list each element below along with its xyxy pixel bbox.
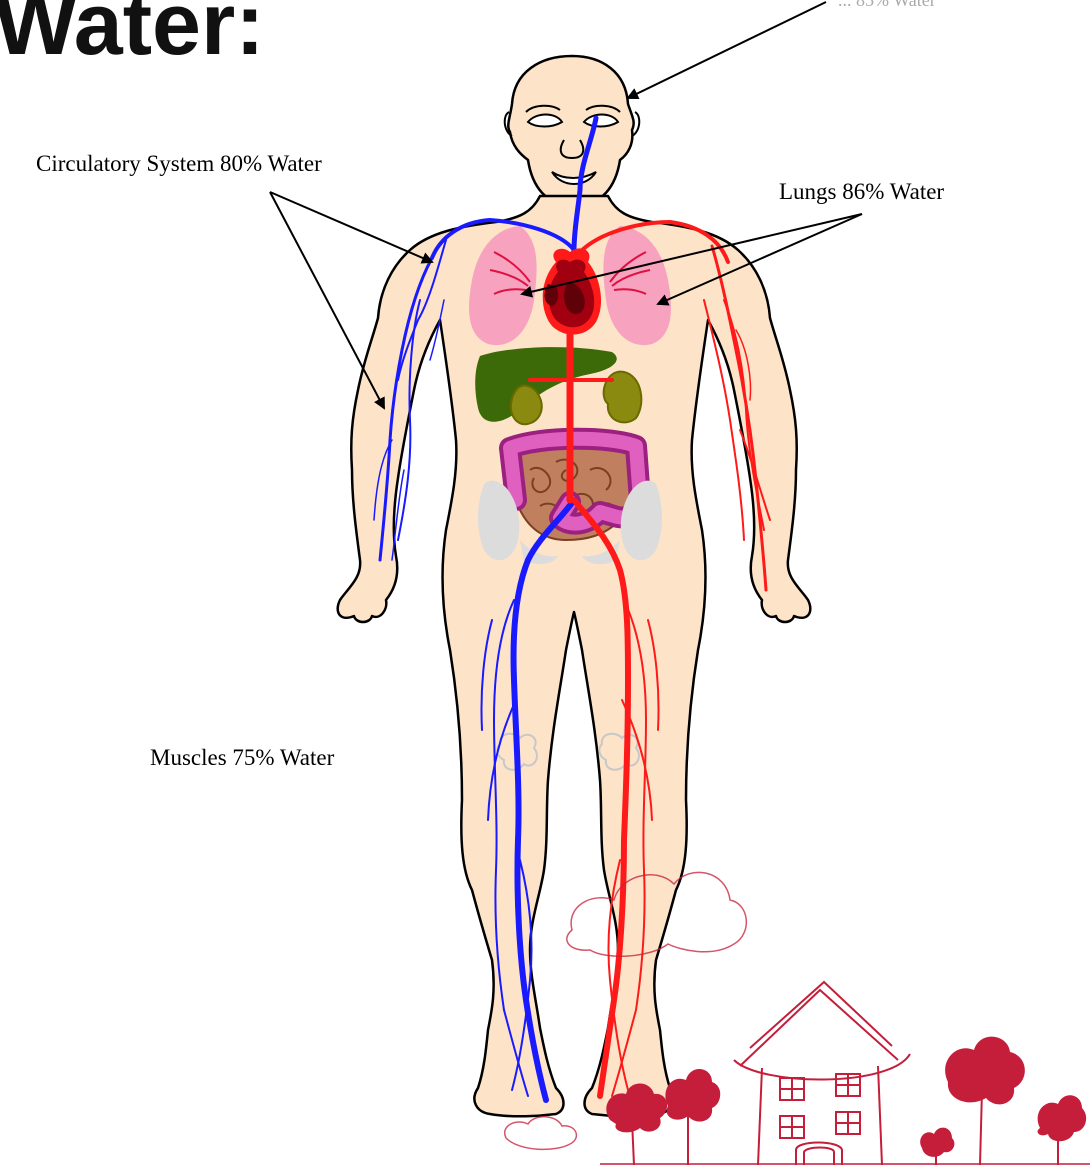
circulatory-arrow-upper bbox=[270, 192, 432, 262]
tree-2 bbox=[665, 1069, 720, 1165]
tree-3 bbox=[920, 1128, 954, 1165]
tree-1 bbox=[606, 1084, 667, 1165]
brain-arrow bbox=[628, 2, 826, 98]
human-body-illustration bbox=[338, 56, 811, 1116]
tree-icon bbox=[606, 1037, 1086, 1165]
tree-4 bbox=[945, 1037, 1025, 1165]
circulatory-arrow-lower bbox=[270, 192, 384, 408]
house-doodle-icon bbox=[734, 982, 910, 1165]
cloud-doodle-small-icon bbox=[505, 1117, 577, 1150]
tree-5 bbox=[1038, 1095, 1087, 1165]
